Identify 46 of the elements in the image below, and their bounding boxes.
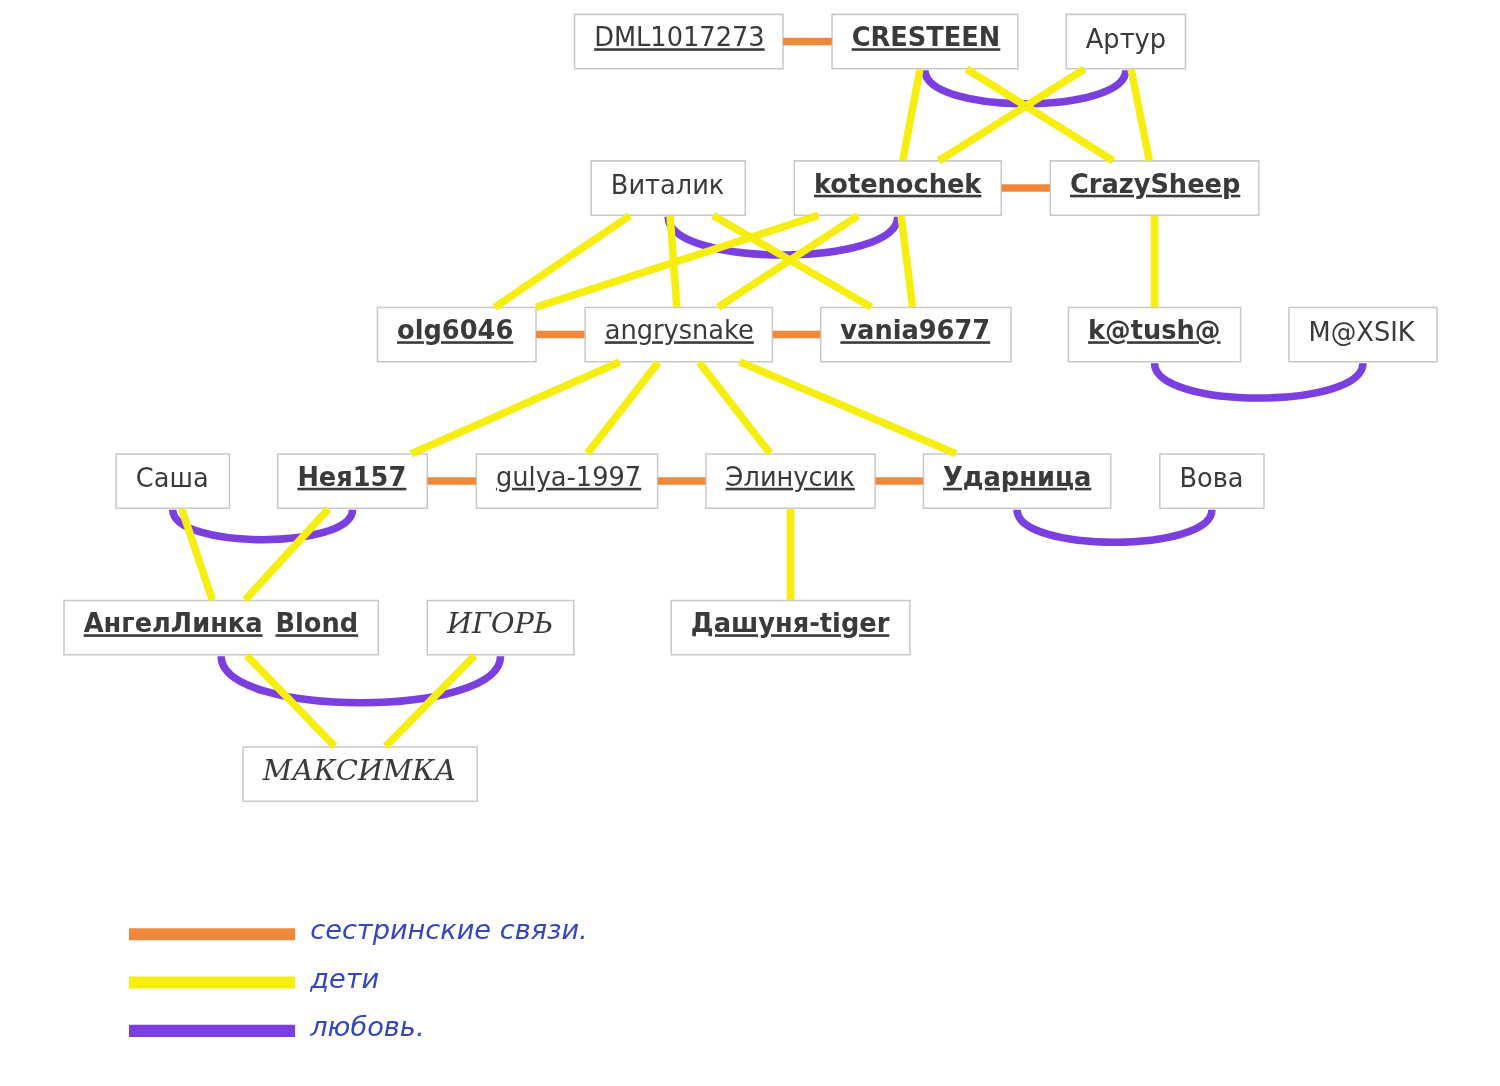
node-box: vania9677 <box>819 306 1012 363</box>
node-box: CrazySheep <box>1049 160 1259 216</box>
connector <box>920 68 1129 108</box>
node-box: ИГОРЬ <box>426 599 575 656</box>
legend-label: дети <box>309 962 379 994</box>
connector <box>382 652 477 750</box>
legend-label: сестринские связи. <box>309 914 588 946</box>
connector <box>217 654 504 707</box>
node-box: Виталик <box>589 160 746 216</box>
node-box: Элинусик <box>704 453 876 509</box>
connector <box>241 506 331 603</box>
node-box: olg6046 <box>376 306 537 363</box>
node-box: Нея157 <box>276 453 428 509</box>
connector <box>534 211 820 311</box>
connector <box>1126 68 1153 162</box>
node-box: Дашуня-tiger <box>669 599 911 656</box>
node-box: angrysnake <box>583 306 773 363</box>
node-box: M@XSIK <box>1287 306 1438 363</box>
connector <box>1013 508 1215 546</box>
connector <box>737 358 958 458</box>
node-box: gulya-1997 <box>475 453 658 509</box>
connector <box>664 215 901 259</box>
node-box: АнгелЛинка Blond <box>62 599 379 656</box>
connector <box>898 68 924 162</box>
connector <box>583 360 661 456</box>
node-box: Вова <box>1158 453 1265 509</box>
node-box: kotenochek <box>793 160 1002 216</box>
node-box: Ударница <box>922 453 1111 509</box>
legend-label: любовь. <box>309 1010 425 1042</box>
node-box: DML1017273 <box>573 13 784 70</box>
node-box: Артур <box>1064 13 1186 70</box>
connector <box>409 358 621 458</box>
connector <box>964 65 1115 164</box>
connector <box>875 477 923 485</box>
connector <box>492 212 632 311</box>
connector <box>665 215 681 308</box>
connector <box>896 215 916 308</box>
node-box: k@tush@ <box>1067 306 1241 363</box>
connector <box>695 360 773 456</box>
connector <box>168 508 356 544</box>
connector <box>936 65 1087 164</box>
node-box: CRESTEEN <box>830 13 1019 70</box>
node-box: Саша <box>114 453 230 509</box>
node-box: МАКСИМКА <box>241 746 478 803</box>
connector <box>243 652 337 750</box>
connector <box>177 507 216 602</box>
